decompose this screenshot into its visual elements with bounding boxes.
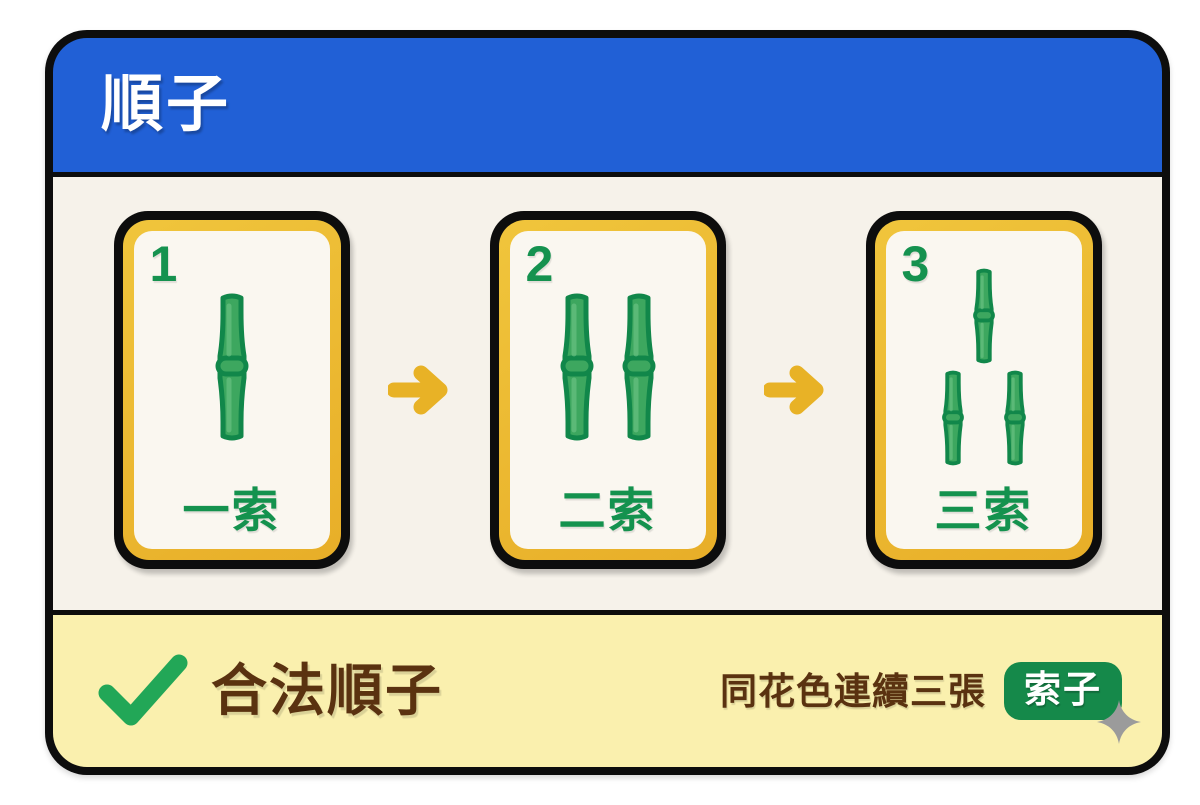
tile-artwork <box>134 267 330 467</box>
tile-artwork <box>886 267 1082 467</box>
tile-face: 2 <box>509 230 706 549</box>
tile-artwork <box>510 267 706 467</box>
page-title: 順子 <box>101 70 232 139</box>
tile-label: 一索 <box>182 483 281 537</box>
checkmark-icon <box>98 654 188 726</box>
tile-gold-border: 3 <box>874 219 1093 560</box>
bamboo-stick-icon <box>1003 370 1026 465</box>
bamboo-stick-icon <box>941 370 964 465</box>
bamboo-group <box>935 268 1033 466</box>
mahjong-tile[interactable]: 2 <box>489 210 726 569</box>
tile-face: 1 一索 <box>133 230 330 549</box>
tile-number: 3 <box>901 235 930 292</box>
mahjong-info-card: 順子 1 <box>45 30 1170 775</box>
tile-gold-border: 2 <box>498 219 717 560</box>
card-header: 順子 <box>53 38 1162 172</box>
bamboo-group <box>210 292 254 442</box>
tile-number: 2 <box>525 235 554 292</box>
arrow-right-icon <box>763 365 823 414</box>
tile-gold-border: 1 一索 <box>122 219 341 560</box>
card-body: 1 一索 <box>53 177 1162 610</box>
sequence-arrow <box>384 361 456 419</box>
bamboo-stick-icon <box>622 293 655 440</box>
rule-group: 同花色連續三張 索子 <box>720 662 1122 720</box>
tile-label: 二索 <box>558 483 657 537</box>
bamboo-stick-icon <box>560 293 593 440</box>
tile-number: 1 <box>149 235 178 292</box>
bamboo-group-bottom-row <box>935 370 1033 466</box>
verdict-text: 合法順子 <box>211 659 443 722</box>
tile-label: 三索 <box>934 483 1033 537</box>
bamboo-stick-icon <box>972 268 995 363</box>
card-footer: 合法順子 同花色連續三張 索子 <box>53 615 1162 767</box>
mahjong-tile[interactable]: 1 一索 <box>113 210 350 569</box>
verdict-group: 合法順子 <box>97 653 443 729</box>
status-badge: 索子 <box>1004 662 1122 720</box>
rule-description: 同花色連續三張 <box>720 670 986 712</box>
sequence-arrow <box>760 361 832 419</box>
tile-face: 3 <box>885 230 1082 549</box>
tile-sequence: 1 一索 <box>53 210 1162 569</box>
arrow-right-icon <box>387 365 447 414</box>
bamboo-stick-icon <box>215 293 248 440</box>
bamboo-group <box>555 292 661 442</box>
mahjong-tile[interactable]: 3 <box>865 210 1102 569</box>
